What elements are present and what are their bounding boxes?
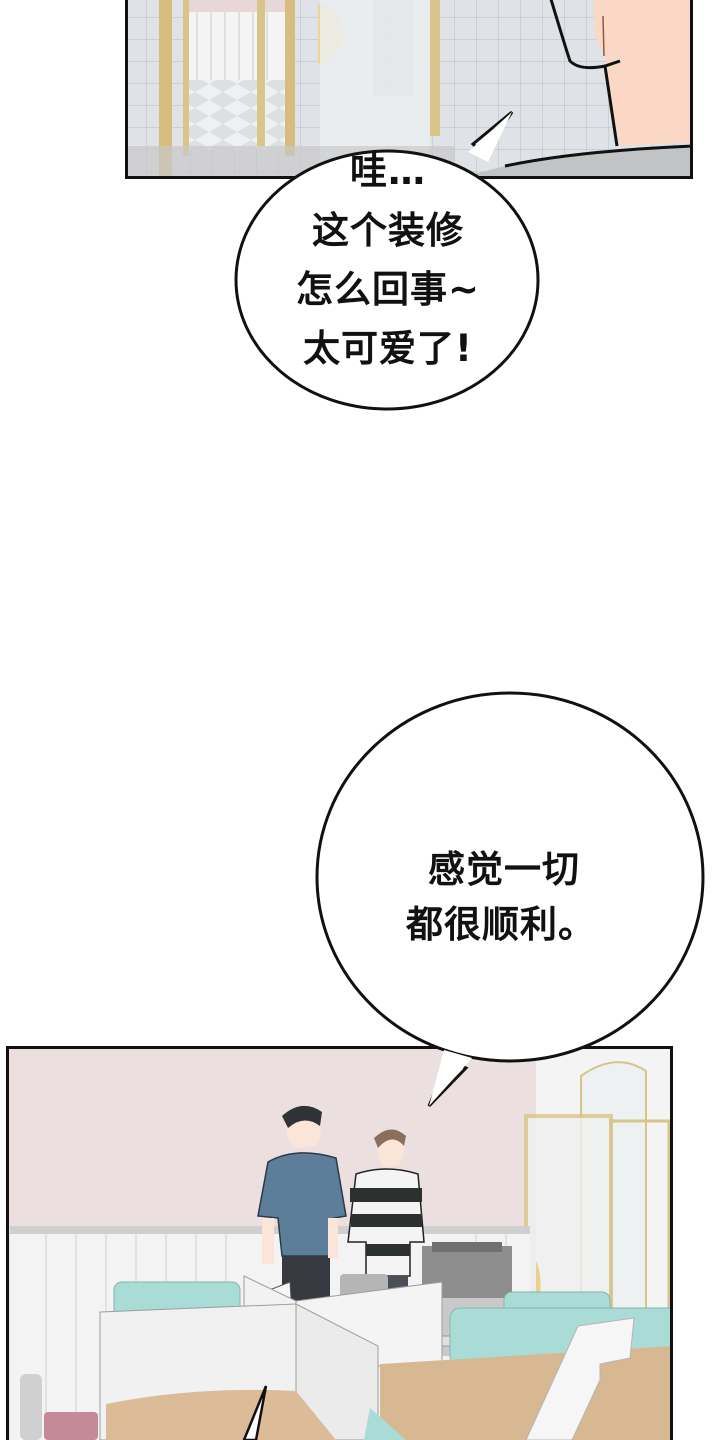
bubble-1-line-1: 哇… [350, 150, 426, 193]
panel-2-art [6, 1046, 673, 1440]
bubble-1-line-2: 这个装修 [312, 209, 464, 252]
bubble-1-line-4: 太可爱了! [303, 327, 473, 370]
bubble-2-line-1: 感觉一切 [428, 848, 580, 891]
bubble-1-line-3: 怎么回事~ [295, 268, 480, 311]
speech-bubble-2-shape [315, 691, 705, 1108]
panel-1-art [125, 0, 693, 179]
speech-bubble-1-shape [234, 110, 540, 411]
speech-bubble-1 [230, 100, 550, 420]
speech-bubble-2 [310, 690, 720, 1110]
bubble-2-line-2: 都很顺利。 [406, 903, 596, 946]
speech-bubble-1-text: 哇… 这个装修 怎么回事~ 太可爱了! [240, 142, 536, 378]
character-striped [347, 1129, 425, 1336]
speech-bubble-2-text: 感觉一切 都很顺利。 [380, 842, 640, 952]
comic-panel-1 [125, 0, 693, 179]
comic-panel-2 [6, 1046, 673, 1440]
